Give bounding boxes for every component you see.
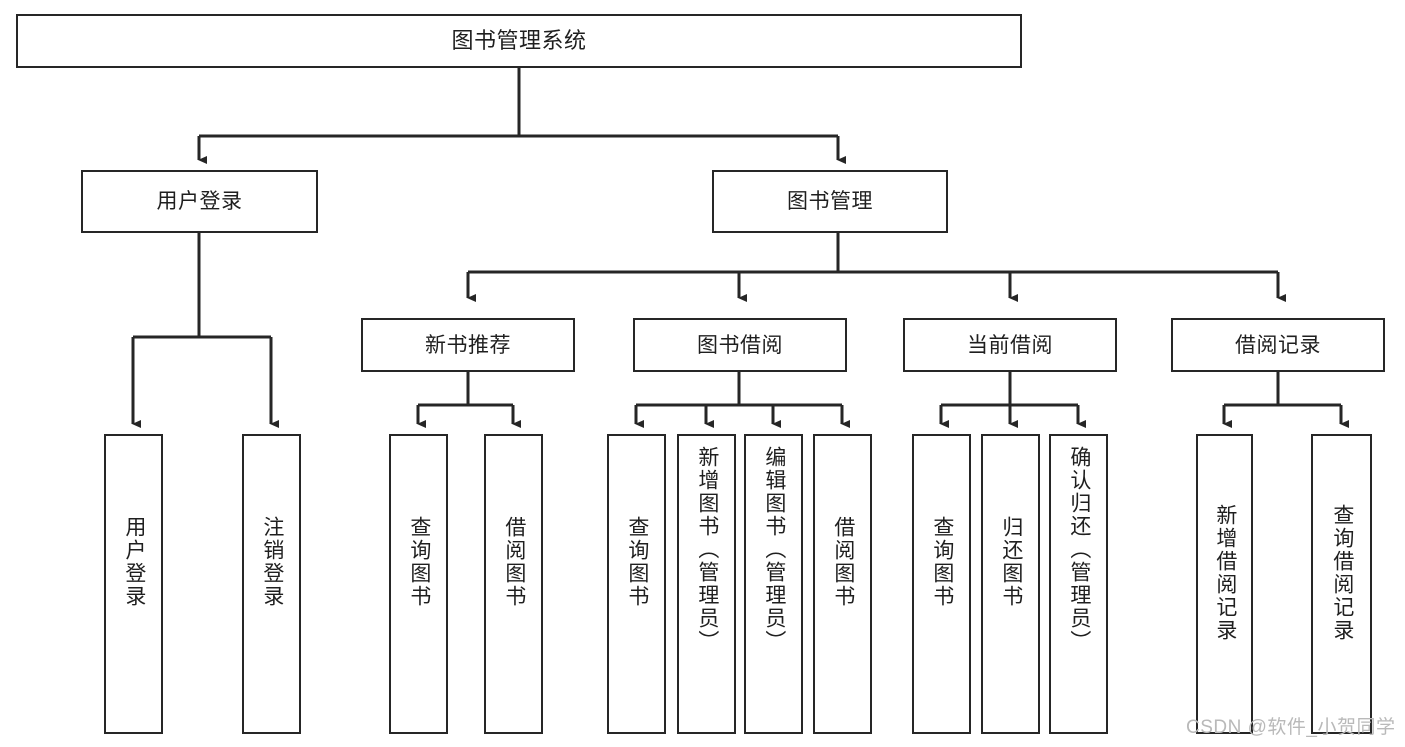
leaf-add-borrow-record[interactable]: 新增借阅记录	[1196, 434, 1253, 734]
node-book-borrow[interactable]: 图书借阅	[633, 318, 847, 372]
node-root-system[interactable]: 图书管理系统	[16, 14, 1022, 68]
node-label: 当前借阅	[967, 333, 1053, 357]
leaf-query-book-current[interactable]: 查询图书	[912, 434, 971, 734]
node-user-login[interactable]: 用户登录	[81, 170, 318, 233]
leaf-borrow-book-recommend[interactable]: 借阅图书	[484, 434, 543, 734]
node-label: 新书推荐	[425, 333, 511, 357]
node-book-management[interactable]: 图书管理	[712, 170, 948, 233]
node-label: 查询图书	[407, 516, 431, 608]
node-current-borrow[interactable]: 当前借阅	[903, 318, 1117, 372]
node-label: 用户登录	[122, 516, 146, 608]
node-label: 图书管理系统	[451, 28, 587, 53]
leaf-user-login[interactable]: 用户登录	[104, 434, 163, 734]
leaf-return-book[interactable]: 归还图书	[981, 434, 1040, 734]
node-label: 编辑图书（管理员）	[762, 446, 786, 653]
node-label: 图书管理	[787, 190, 873, 213]
node-borrow-record[interactable]: 借阅记录	[1171, 318, 1385, 372]
node-label: 归还图书	[999, 516, 1023, 608]
leaf-borrow-book[interactable]: 借阅图书	[813, 434, 872, 734]
node-label: 新增借阅记录	[1213, 504, 1237, 642]
node-label: 图书借阅	[697, 333, 783, 357]
node-label: 查询图书	[625, 516, 649, 608]
node-label: 借阅图书	[831, 516, 855, 608]
node-label: 新增图书（管理员）	[695, 446, 719, 653]
node-label: 借阅图书	[502, 516, 526, 608]
node-new-book-recommend[interactable]: 新书推荐	[361, 318, 575, 372]
leaf-logout-login[interactable]: 注销登录	[242, 434, 301, 734]
node-label: 查询借阅记录	[1330, 504, 1354, 642]
leaf-add-book-admin[interactable]: 新增图书（管理员）	[677, 434, 736, 734]
csdn-watermark: CSDN @软件_小贺同学	[1186, 717, 1396, 738]
node-label: 借阅记录	[1235, 333, 1321, 357]
leaf-query-book-recommend[interactable]: 查询图书	[389, 434, 448, 734]
node-label: 确认归还（管理员）	[1067, 446, 1091, 653]
leaf-confirm-return-admin[interactable]: 确认归还（管理员）	[1049, 434, 1108, 734]
leaf-query-borrow-record[interactable]: 查询借阅记录	[1311, 434, 1372, 734]
leaf-query-book-borrow[interactable]: 查询图书	[607, 434, 666, 734]
leaf-edit-book-admin[interactable]: 编辑图书（管理员）	[744, 434, 803, 734]
node-label: 注销登录	[260, 516, 284, 608]
node-label: 用户登录	[156, 190, 243, 213]
node-label: 查询图书	[930, 516, 954, 608]
